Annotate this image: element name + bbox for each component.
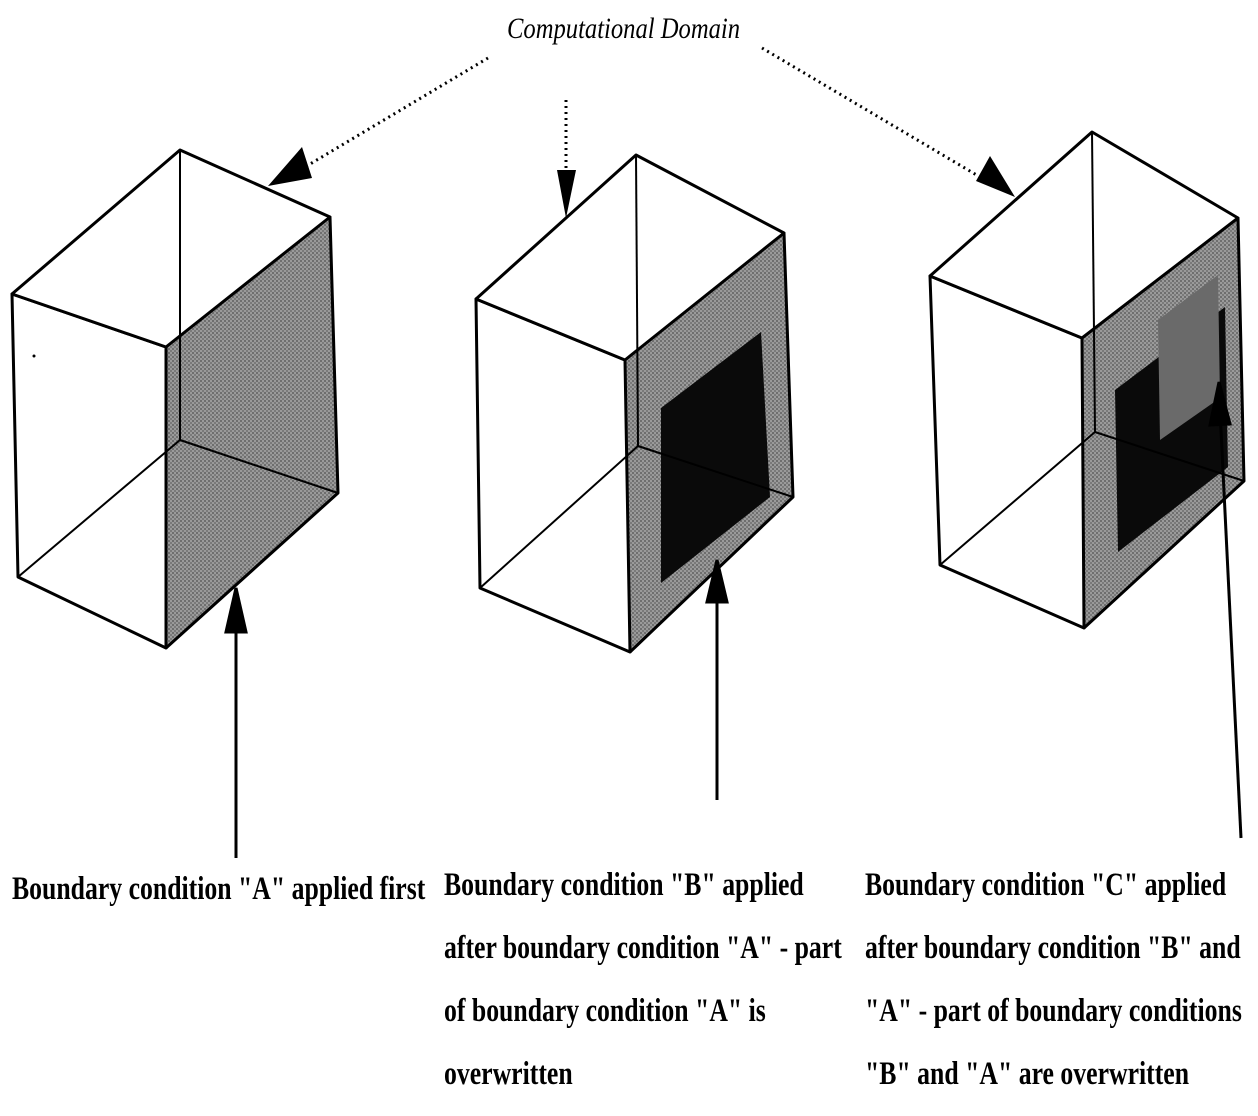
- caption-c-line-2: after boundary condition "B" and: [865, 930, 1241, 966]
- diagram-title: Computational Domain: [507, 12, 741, 45]
- arrowhead-a: [268, 147, 312, 186]
- pointer-head-b: [705, 559, 729, 604]
- pointer-arrow-to-box-a: [299, 56, 489, 172]
- arrowhead-c: [976, 156, 1015, 197]
- speck: [32, 354, 36, 358]
- arrowhead-b: [557, 170, 576, 218]
- box-c: [928, 130, 1246, 630]
- caption-b-line-3: of boundary condition "A" is: [444, 993, 766, 1029]
- box-b: [474, 153, 795, 654]
- pointer-arrow-to-box-c: [761, 46, 986, 182]
- caption-b-line-4: overwritten: [444, 1056, 573, 1092]
- caption-c-line-1: Boundary condition "C" applied: [865, 867, 1227, 903]
- box-a: [10, 148, 340, 650]
- caption-c-line-4: "B" and "A" are overwritten: [865, 1056, 1190, 1092]
- caption-c: Boundary condition "C" applied after bou…: [865, 854, 1242, 1106]
- caption-b: Boundary condition "B" applied after bou…: [444, 854, 842, 1106]
- caption-pointer-arrows: [224, 381, 1243, 858]
- pointer-head-a: [224, 587, 248, 634]
- box-b-overwrite-region: [661, 332, 770, 583]
- title-pointer-arrowheads: [268, 147, 1015, 218]
- box-a-shaded-face: [166, 217, 338, 648]
- caption-b-line-1: Boundary condition "B" applied: [444, 867, 804, 903]
- caption-c-line-3: "A" - part of boundary conditions: [865, 993, 1242, 1029]
- box-c-c-region: [1158, 275, 1220, 440]
- caption-a-line: Boundary condition "A" applied first: [12, 871, 426, 907]
- caption-a: Boundary condition "A" applied first: [12, 858, 425, 921]
- title-pointer-arrows: [299, 46, 986, 182]
- pointer-head-c: [1208, 381, 1232, 427]
- pointer-line-c: [1218, 409, 1243, 839]
- caption-b-line-2: after boundary condition "A" - part: [444, 930, 842, 966]
